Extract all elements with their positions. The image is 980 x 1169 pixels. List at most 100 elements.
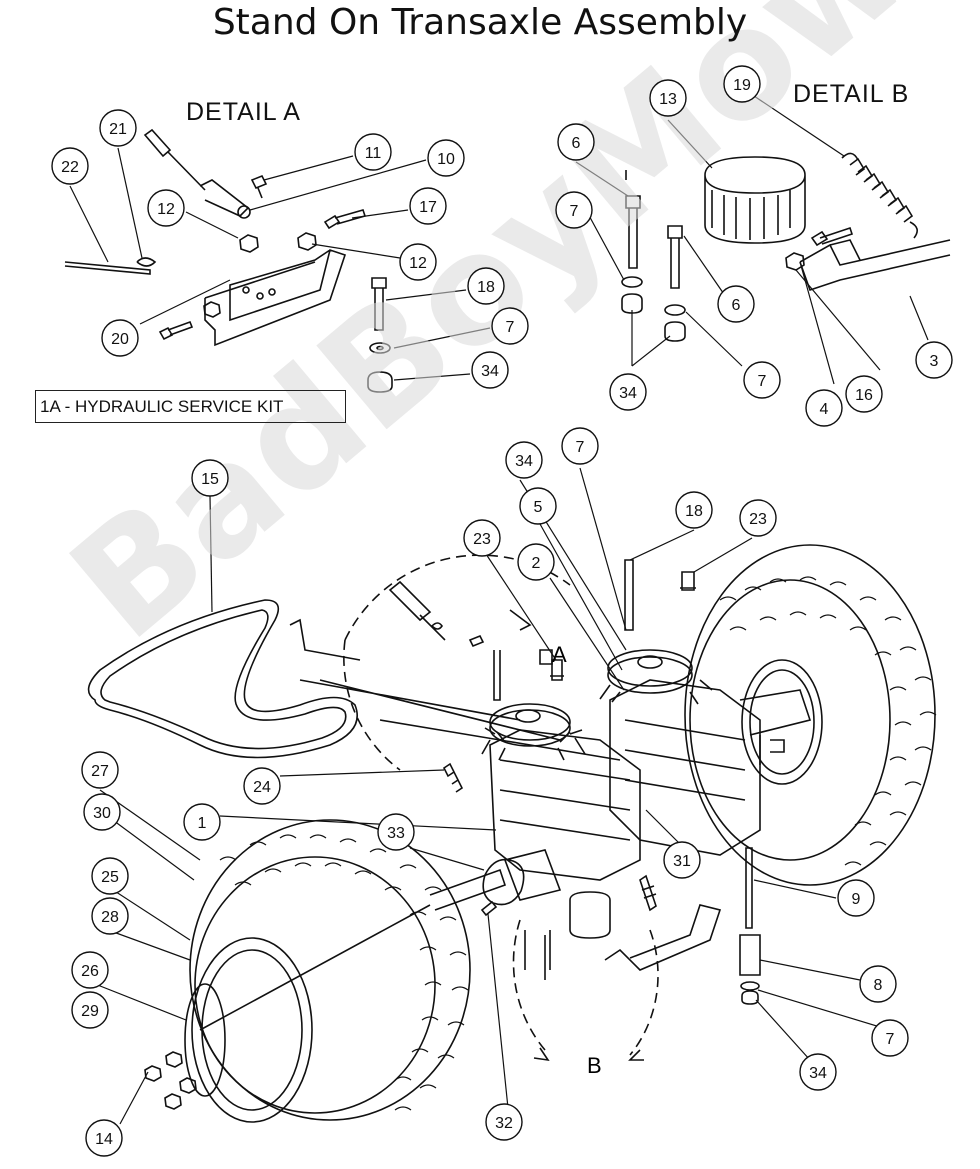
locknut-part-34b xyxy=(621,293,643,314)
callout-7: 7 xyxy=(743,361,781,399)
spacer-part-8 xyxy=(739,934,761,976)
bolt-part-4 xyxy=(810,226,854,247)
callout-circle xyxy=(463,519,501,557)
axle-right xyxy=(739,689,812,736)
rod-part-22 xyxy=(64,261,151,275)
bolt-part-6a xyxy=(625,170,641,269)
callout-34: 34 xyxy=(471,351,509,389)
callout-circle xyxy=(399,243,437,281)
callout-number: 25 xyxy=(101,869,119,886)
callout-circle xyxy=(837,879,875,917)
callout-10: 10 xyxy=(427,139,465,177)
callout-33: 33 xyxy=(377,813,415,851)
callout-number: 6 xyxy=(572,135,581,152)
callout-circle xyxy=(243,767,281,805)
callout-number: 19 xyxy=(733,77,751,94)
callout-number: 33 xyxy=(387,825,405,842)
callout-circle xyxy=(505,441,543,479)
callout-31: 31 xyxy=(663,841,701,879)
callout-circle xyxy=(555,191,593,229)
bracket-lower xyxy=(604,904,722,971)
view-letter-a: A xyxy=(552,642,567,667)
washer-part-7a xyxy=(369,342,391,354)
callout-circle xyxy=(557,123,595,161)
view-letter-b: B xyxy=(587,1053,602,1078)
callout-circle xyxy=(409,187,447,225)
callout-circle xyxy=(723,65,761,103)
callout-number: 18 xyxy=(685,503,703,520)
callout-number: 7 xyxy=(758,373,767,390)
callout-7: 7 xyxy=(491,307,529,345)
lug-nut-part-14a xyxy=(144,1065,162,1082)
callout-34: 34 xyxy=(799,1053,837,1091)
detail-b-label: DETAIL B xyxy=(793,80,910,108)
callout-number: 3 xyxy=(930,353,939,370)
callout-number: 5 xyxy=(534,499,543,516)
callout-circle xyxy=(377,813,415,851)
callout-17: 17 xyxy=(409,187,447,225)
detail-a-arrow xyxy=(509,609,532,631)
tire-left xyxy=(189,819,471,1121)
bracket-part-20 xyxy=(204,248,347,347)
callout-number: 27 xyxy=(91,763,109,780)
callout-circle xyxy=(675,491,713,529)
spring-part-24 xyxy=(442,762,464,793)
callout-number: 32 xyxy=(495,1115,513,1132)
callout-4: 4 xyxy=(805,389,843,427)
callout-circle xyxy=(485,1103,523,1141)
nut-part-16 xyxy=(785,252,805,271)
bolt-part-17 xyxy=(323,209,367,230)
callout-circle xyxy=(491,307,529,345)
callout-number: 2 xyxy=(532,555,541,572)
callout-number: 6 xyxy=(732,297,741,314)
callout-circle xyxy=(467,267,505,305)
callout-circle xyxy=(354,133,392,171)
bolt-small-part xyxy=(158,320,194,341)
callout-number: 15 xyxy=(201,471,219,488)
callout-circle xyxy=(99,109,137,147)
callout-circle xyxy=(561,427,599,465)
callout-number: 34 xyxy=(809,1065,827,1082)
callout-number: 23 xyxy=(473,531,491,548)
callout-14: 14 xyxy=(85,1119,123,1157)
drive-belt-part-15 xyxy=(87,599,358,759)
bolt-part-11 xyxy=(250,174,268,199)
nut-part-12a xyxy=(239,234,259,253)
callout-number: 14 xyxy=(95,1131,113,1148)
callout-number: 26 xyxy=(81,963,99,980)
bolt-part-6b xyxy=(667,225,683,289)
callout-34: 34 xyxy=(609,373,647,411)
transaxle-part-1 xyxy=(489,729,641,881)
callout-circle xyxy=(845,375,883,413)
callout-5: 5 xyxy=(519,487,557,525)
detail-a-label: DETAIL A xyxy=(186,98,301,126)
cable-end-eye xyxy=(237,205,251,219)
callout-number: 30 xyxy=(93,805,111,822)
callout-2: 2 xyxy=(517,543,555,581)
callout-number: 12 xyxy=(409,255,427,272)
callout-circle xyxy=(71,951,109,989)
callout-circle xyxy=(71,991,109,1029)
callout-number: 12 xyxy=(157,201,175,218)
callout-number: 34 xyxy=(515,453,533,470)
callout-number: 29 xyxy=(81,1003,99,1020)
callout-number: 31 xyxy=(673,853,691,870)
callout-circle xyxy=(517,543,555,581)
bracket-part-3 xyxy=(799,239,951,292)
tread-right xyxy=(719,576,937,866)
callout-19: 19 xyxy=(723,65,761,103)
callout-circle xyxy=(859,965,897,1003)
washer-part-7c xyxy=(664,304,686,316)
callout-number: 24 xyxy=(253,779,271,796)
callout-7: 7 xyxy=(871,1019,909,1057)
callout-circle xyxy=(739,499,777,537)
stud-part-9 xyxy=(745,847,753,929)
callout-number: 11 xyxy=(365,145,382,162)
callout-circle xyxy=(609,373,647,411)
callout-32: 32 xyxy=(485,1103,523,1141)
callout-28: 28 xyxy=(91,897,129,935)
callout-number: 1 xyxy=(198,815,207,832)
callout-circle xyxy=(805,389,843,427)
page-title: Stand On Transaxle Assembly xyxy=(212,2,748,43)
